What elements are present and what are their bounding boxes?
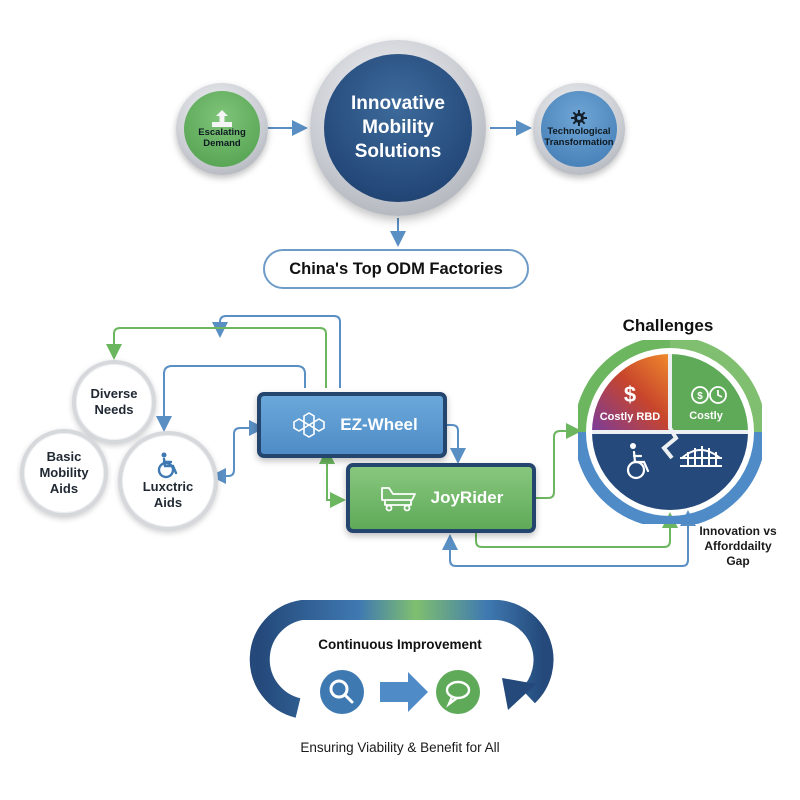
loop-arc bbox=[249, 600, 554, 718]
transformation-line-2: Transformation bbox=[544, 137, 614, 148]
basic-aids-line-2: Mobility bbox=[39, 465, 89, 480]
connector-loop-blue-top bbox=[212, 315, 341, 388]
connector-ez-to-luxctric bbox=[210, 420, 265, 484]
footer-caption: Ensuring Viability & Benefit for All bbox=[300, 740, 500, 755]
innovation-gap-label: Innovation vs Afforddailty Gap bbox=[688, 524, 788, 569]
up-arrow-icon bbox=[212, 109, 232, 127]
escalating-demand-line-2: Demand bbox=[203, 137, 241, 149]
basic-aids-line-3: Aids bbox=[49, 481, 79, 496]
gap-label-line-1: Innovation vs bbox=[699, 524, 777, 538]
gap-label-line-3: Gap bbox=[726, 554, 750, 568]
segment-costly bbox=[670, 354, 748, 432]
luxctric-line-1: Luxctric bbox=[142, 479, 194, 494]
diverse-needs-line-2: Needs bbox=[94, 402, 134, 417]
connector-ez-to-joyrider-right bbox=[442, 424, 466, 464]
bridge-icon bbox=[680, 446, 722, 467]
loop-arrowhead bbox=[502, 678, 536, 710]
forward-arrow-icon bbox=[380, 672, 428, 712]
hub-title-line-1: Innovative bbox=[351, 93, 445, 114]
escalating-demand-node: Escalating Demand bbox=[176, 83, 268, 175]
diverse-needs-line-1: Diverse bbox=[90, 386, 138, 401]
wheelchair-icon bbox=[626, 450, 650, 480]
factories-pill: China's Top ODM Factories bbox=[263, 249, 529, 289]
segment-costly-rbd bbox=[592, 354, 670, 432]
costly-label: Costly bbox=[689, 410, 724, 422]
diverse-needs-bubble: Diverse Needs bbox=[72, 360, 156, 444]
basic-mobility-aids-bubble: Basic Mobility Aids bbox=[20, 429, 108, 517]
escalating-demand-line-1: Escalating bbox=[198, 126, 246, 138]
connector-ez-to-joyrider-left bbox=[319, 448, 346, 508]
ez-wheel-label: EZ-Wheel bbox=[340, 415, 418, 434]
joyrider-box: JoyRider bbox=[346, 463, 536, 533]
technological-transformation-node: Technological Transformation bbox=[533, 83, 625, 175]
dollar-icon: $ bbox=[624, 382, 636, 407]
connector-loop-blue-inner bbox=[156, 365, 306, 432]
ring-green-arc bbox=[669, 340, 762, 433]
hub-title-line-2: Mobility bbox=[362, 117, 434, 138]
chat-bubble-icon bbox=[445, 680, 471, 708]
connector-joyrider-to-challenges bbox=[520, 423, 582, 506]
luxctric-aids-bubble: Luxctric Aids bbox=[118, 431, 218, 531]
connector-loop-green-top bbox=[106, 327, 327, 388]
chat-bubble-icon-bg bbox=[436, 670, 480, 714]
wheelchair-icon bbox=[157, 452, 178, 479]
magnifier-icon-bg bbox=[320, 670, 364, 714]
luxctric-line-2: Aids bbox=[153, 495, 183, 510]
challenges-title: Challenges bbox=[622, 316, 714, 335]
dollar-clock-icon bbox=[691, 386, 727, 404]
svg-text:$: $ bbox=[697, 391, 703, 402]
gap-label-line-2: Afforddailty bbox=[704, 539, 772, 553]
transformation-line-1: Technological bbox=[547, 126, 611, 137]
ring-blue-arc bbox=[578, 431, 762, 524]
costly-rbd-label: Costly RBD bbox=[600, 411, 661, 423]
hub-title-line-3: Solutions bbox=[354, 141, 442, 162]
continuous-improvement-title: Continuous Improvement bbox=[318, 637, 482, 652]
ez-wheel-box: EZ-Wheel bbox=[257, 392, 447, 458]
ring-left-arc bbox=[578, 340, 671, 433]
joyrider-label: JoyRider bbox=[430, 488, 504, 507]
continuous-improvement-loop bbox=[249, 600, 554, 718]
magnifier-icon bbox=[329, 679, 354, 704]
challenges-wheel: $ Costly RBD $ Costly bbox=[578, 340, 762, 524]
hexagon-cluster-icon bbox=[293, 412, 326, 438]
connector-gap-blue-loop bbox=[442, 510, 696, 567]
innovative-mobility-hub: Innovative Mobility Solutions bbox=[310, 40, 486, 216]
gear-icon bbox=[571, 110, 587, 126]
scooter-icon bbox=[380, 487, 416, 512]
basic-aids-line-1: Basic bbox=[46, 449, 82, 464]
